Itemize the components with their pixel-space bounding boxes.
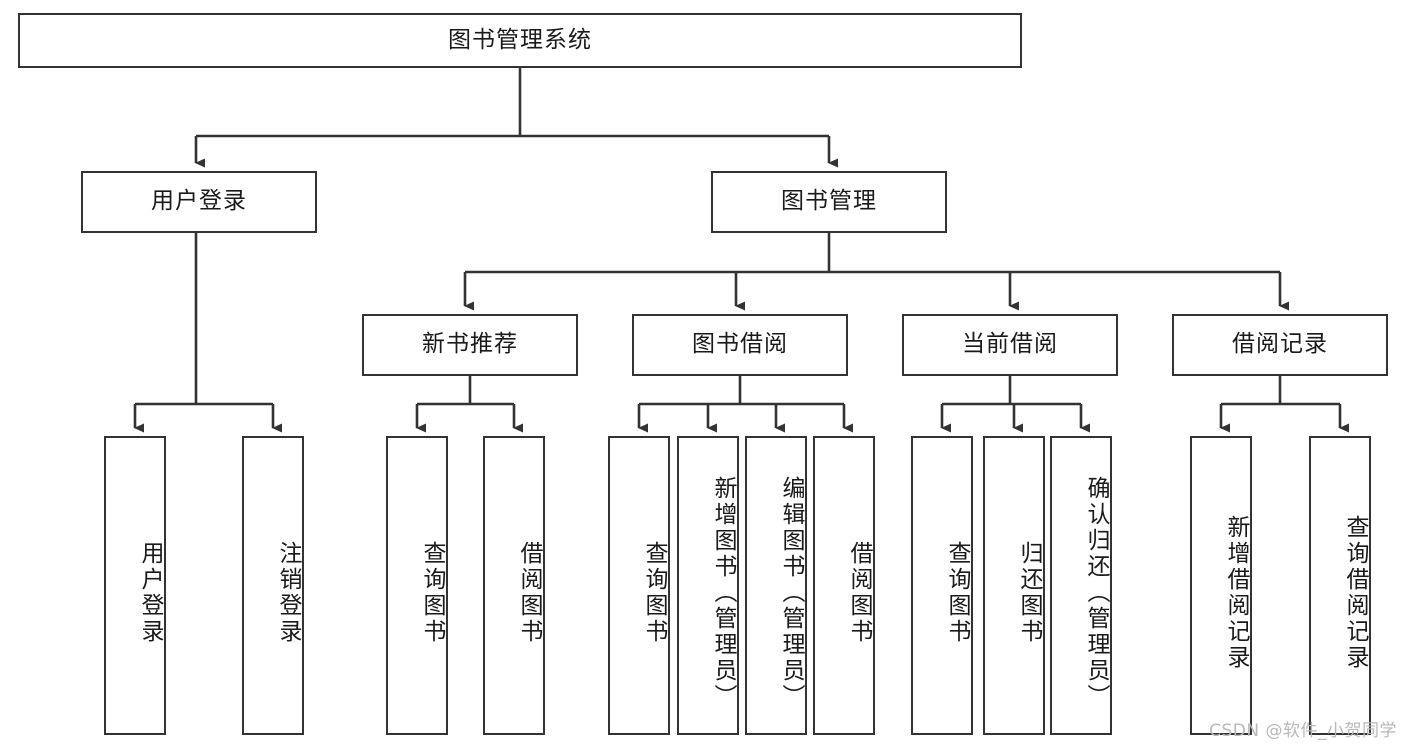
node-book-management[interactable]: 图书管理 bbox=[711, 171, 947, 233]
node-leaf-user-login-label: 用户登录 bbox=[137, 540, 163, 645]
node-leaf-add-borrow-record[interactable]: 新增借阅记录 bbox=[1190, 436, 1252, 735]
node-user-login[interactable]: 用户登录 bbox=[81, 171, 317, 233]
node-borrow-record[interactable]: 借阅记录 bbox=[1172, 314, 1388, 376]
node-leaf-query-book-1[interactable]: 查询图书 bbox=[386, 436, 448, 735]
node-book-borrow-label: 图书借阅 bbox=[692, 331, 788, 358]
node-leaf-user-logout-label: 注销登录 bbox=[275, 540, 301, 645]
node-leaf-confirm-return-label: 确认归还（管理员） bbox=[1083, 475, 1109, 710]
node-leaf-query-book-2[interactable]: 查询图书 bbox=[608, 436, 670, 735]
node-book-borrow[interactable]: 图书借阅 bbox=[632, 314, 848, 376]
node-leaf-query-borrow-record[interactable]: 查询借阅记录 bbox=[1309, 436, 1371, 735]
node-root[interactable]: 图书管理系统 bbox=[18, 13, 1022, 68]
node-leaf-query-book-2-label: 查询图书 bbox=[641, 540, 667, 645]
node-leaf-user-logout[interactable]: 注销登录 bbox=[242, 436, 304, 735]
node-new-book-recommend[interactable]: 新书推荐 bbox=[362, 314, 578, 376]
node-leaf-add-book-label: 新增图书（管理员） bbox=[710, 475, 736, 710]
node-borrow-record-label: 借阅记录 bbox=[1232, 331, 1328, 358]
node-leaf-add-book[interactable]: 新增图书（管理员） bbox=[677, 436, 739, 735]
node-user-login-label: 用户登录 bbox=[151, 188, 247, 215]
node-current-borrow-label: 当前借阅 bbox=[962, 331, 1058, 358]
node-leaf-borrow-book-2-label: 借阅图书 bbox=[846, 540, 872, 645]
node-leaf-borrow-book-1[interactable]: 借阅图书 bbox=[483, 436, 545, 735]
node-leaf-edit-book[interactable]: 编辑图书（管理员） bbox=[745, 436, 807, 735]
node-leaf-confirm-return[interactable]: 确认归还（管理员） bbox=[1050, 436, 1112, 735]
node-leaf-return-book-label: 归还图书 bbox=[1016, 540, 1042, 645]
node-leaf-query-book-3[interactable]: 查询图书 bbox=[911, 436, 973, 735]
node-book-management-label: 图书管理 bbox=[781, 188, 877, 215]
csdn-watermark: CSDN @软件_小贺同学 bbox=[1209, 721, 1397, 741]
node-leaf-query-borrow-record-label: 查询借阅记录 bbox=[1342, 514, 1368, 671]
node-leaf-return-book[interactable]: 归还图书 bbox=[983, 436, 1045, 735]
node-leaf-add-borrow-record-label: 新增借阅记录 bbox=[1223, 514, 1249, 671]
node-leaf-user-login[interactable]: 用户登录 bbox=[104, 436, 166, 735]
node-leaf-query-book-3-label: 查询图书 bbox=[944, 540, 970, 645]
node-root-label: 图书管理系统 bbox=[448, 26, 592, 53]
node-current-borrow[interactable]: 当前借阅 bbox=[902, 314, 1118, 376]
node-leaf-borrow-book-1-label: 借阅图书 bbox=[516, 540, 542, 645]
node-leaf-query-book-1-label: 查询图书 bbox=[419, 540, 445, 645]
node-leaf-borrow-book-2[interactable]: 借阅图书 bbox=[813, 436, 875, 735]
node-leaf-edit-book-label: 编辑图书（管理员） bbox=[778, 475, 804, 710]
node-new-book-recommend-label: 新书推荐 bbox=[422, 331, 518, 358]
